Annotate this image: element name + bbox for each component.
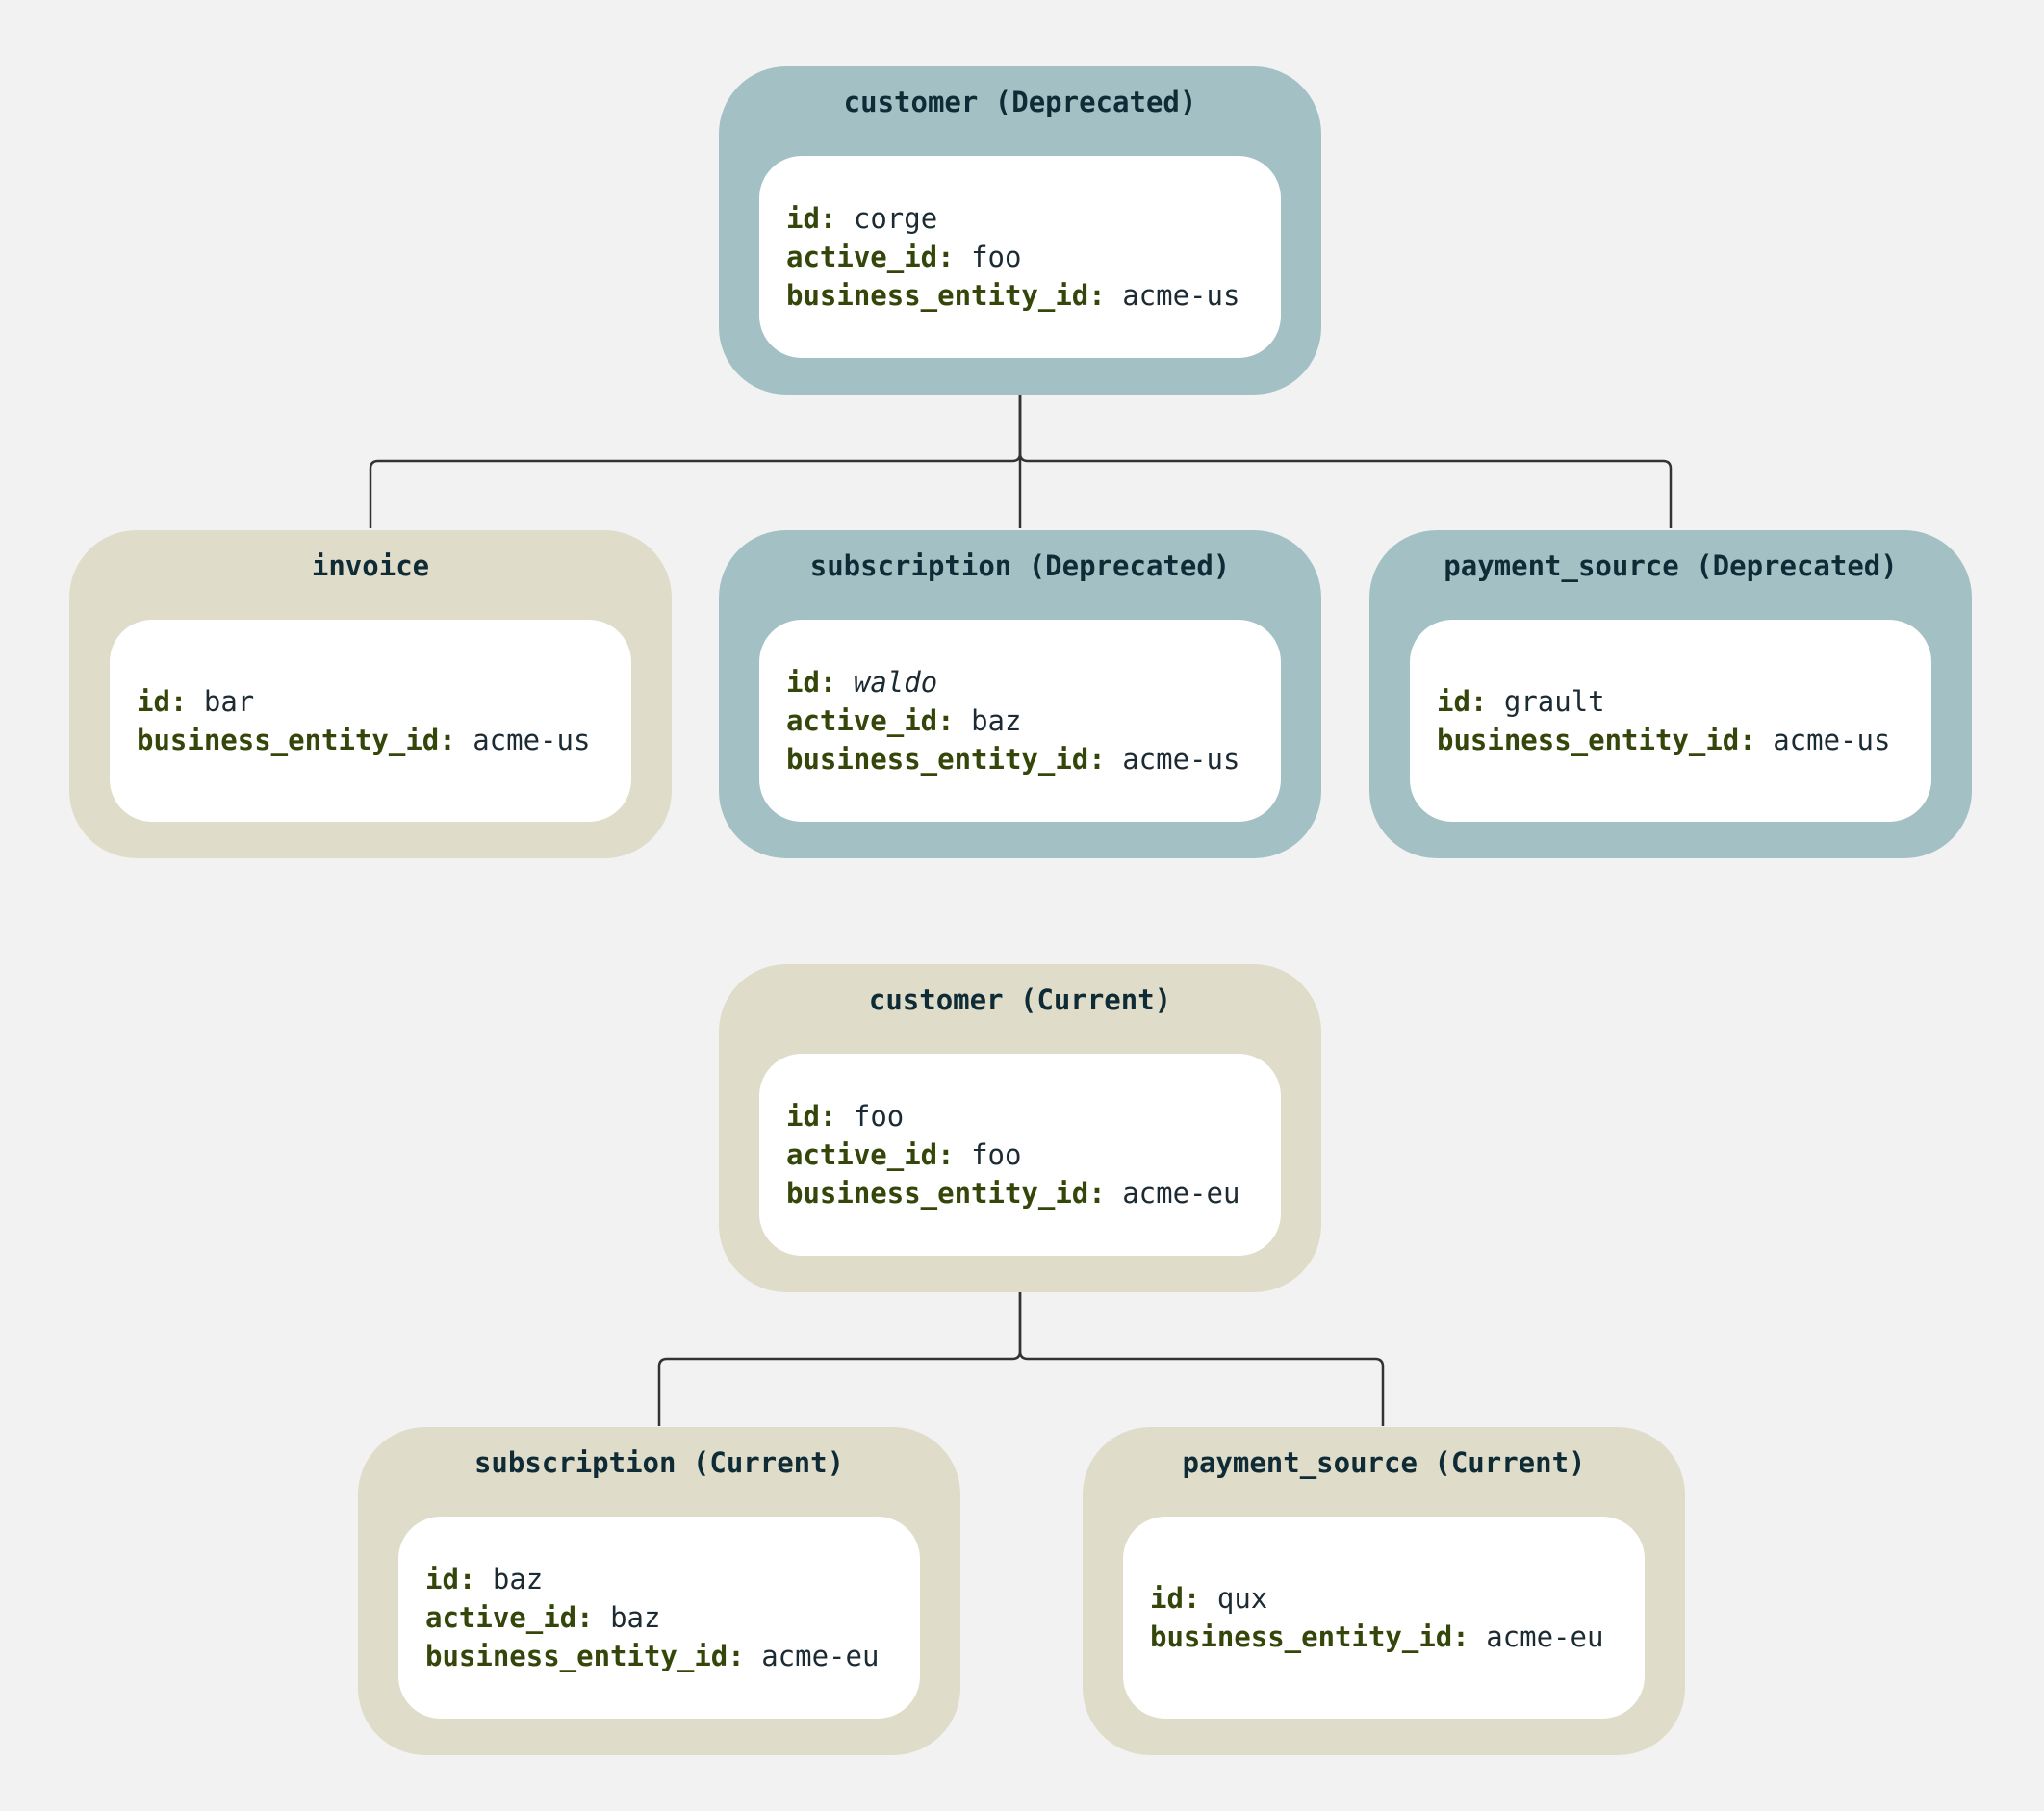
field-id: id: qux bbox=[1150, 1582, 1268, 1615]
node-title: subscription (Current) bbox=[473, 1446, 845, 1479]
field-id: id: corge bbox=[786, 202, 938, 235]
field-business-entity-id: business_entity_id: acme-eu bbox=[425, 1640, 880, 1672]
node-title: customer (Deprecated) bbox=[843, 86, 1197, 118]
field-business-entity-id: business_entity_id: acme-eu bbox=[786, 1177, 1240, 1210]
node-payment-source-deprecated: payment_source (Deprecated) id: grault b… bbox=[1369, 530, 1972, 858]
field-active-id: active_id: foo bbox=[786, 241, 1022, 273]
node-fields: id: qux business_entity_id: acme-eu bbox=[1123, 1517, 1645, 1719]
node-fields: id: foo active_id: foo business_entity_i… bbox=[759, 1054, 1281, 1256]
field-business-entity-id: business_entity_id: acme-us bbox=[1437, 724, 1891, 756]
field-id: id: waldo bbox=[786, 666, 938, 699]
field-active-id: active_id: foo bbox=[786, 1138, 1022, 1171]
connector-customer-deprecated-to-invoice bbox=[369, 395, 1022, 528]
connector-customer-current-to-subscription-current bbox=[657, 1292, 1022, 1426]
node-title: payment_source (Current) bbox=[1182, 1446, 1586, 1479]
node-fields: id: corge active_id: foo business_entity… bbox=[759, 156, 1281, 358]
node-subscription-deprecated: subscription (Deprecated) id: waldo acti… bbox=[719, 530, 1321, 858]
node-fields: id: waldo active_id: baz business_entity… bbox=[759, 620, 1281, 822]
field-active-id: active_id: baz bbox=[786, 704, 1022, 737]
connector-customer-current-to-payment-source-current bbox=[1018, 1292, 1385, 1426]
connector-customer-deprecated-to-payment-source-deprecated bbox=[1018, 395, 1673, 528]
field-business-entity-id: business_entity_id: acme-eu bbox=[1150, 1620, 1604, 1653]
field-id: id: baz bbox=[425, 1563, 544, 1595]
node-invoice: invoice id: bar business_entity_id: acme… bbox=[69, 530, 672, 858]
field-business-entity-id: business_entity_id: acme-us bbox=[786, 279, 1240, 312]
node-customer-deprecated: customer (Deprecated) id: corge active_i… bbox=[719, 66, 1321, 395]
field-business-entity-id: business_entity_id: acme-us bbox=[137, 724, 591, 756]
field-business-entity-id: business_entity_id: acme-us bbox=[786, 743, 1240, 776]
field-active-id: active_id: baz bbox=[425, 1601, 661, 1634]
node-title: invoice bbox=[311, 549, 430, 582]
field-id: id: grault bbox=[1437, 685, 1605, 718]
node-fields: id: grault business_entity_id: acme-us bbox=[1410, 620, 1931, 822]
node-title: subscription (Deprecated) bbox=[809, 549, 1231, 582]
node-fields: id: baz active_id: baz business_entity_i… bbox=[398, 1517, 920, 1719]
field-id: id: foo bbox=[786, 1100, 905, 1133]
node-fields: id: bar business_entity_id: acme-us bbox=[110, 620, 631, 822]
node-title: customer (Current) bbox=[868, 983, 1172, 1016]
node-customer-current: customer (Current) id: foo active_id: fo… bbox=[719, 964, 1321, 1292]
node-payment-source-current: payment_source (Current) id: qux busines… bbox=[1083, 1427, 1685, 1755]
node-title: payment_source (Deprecated) bbox=[1444, 549, 1898, 582]
node-subscription-current: subscription (Current) id: baz active_id… bbox=[358, 1427, 960, 1755]
field-id: id: bar bbox=[137, 685, 255, 718]
